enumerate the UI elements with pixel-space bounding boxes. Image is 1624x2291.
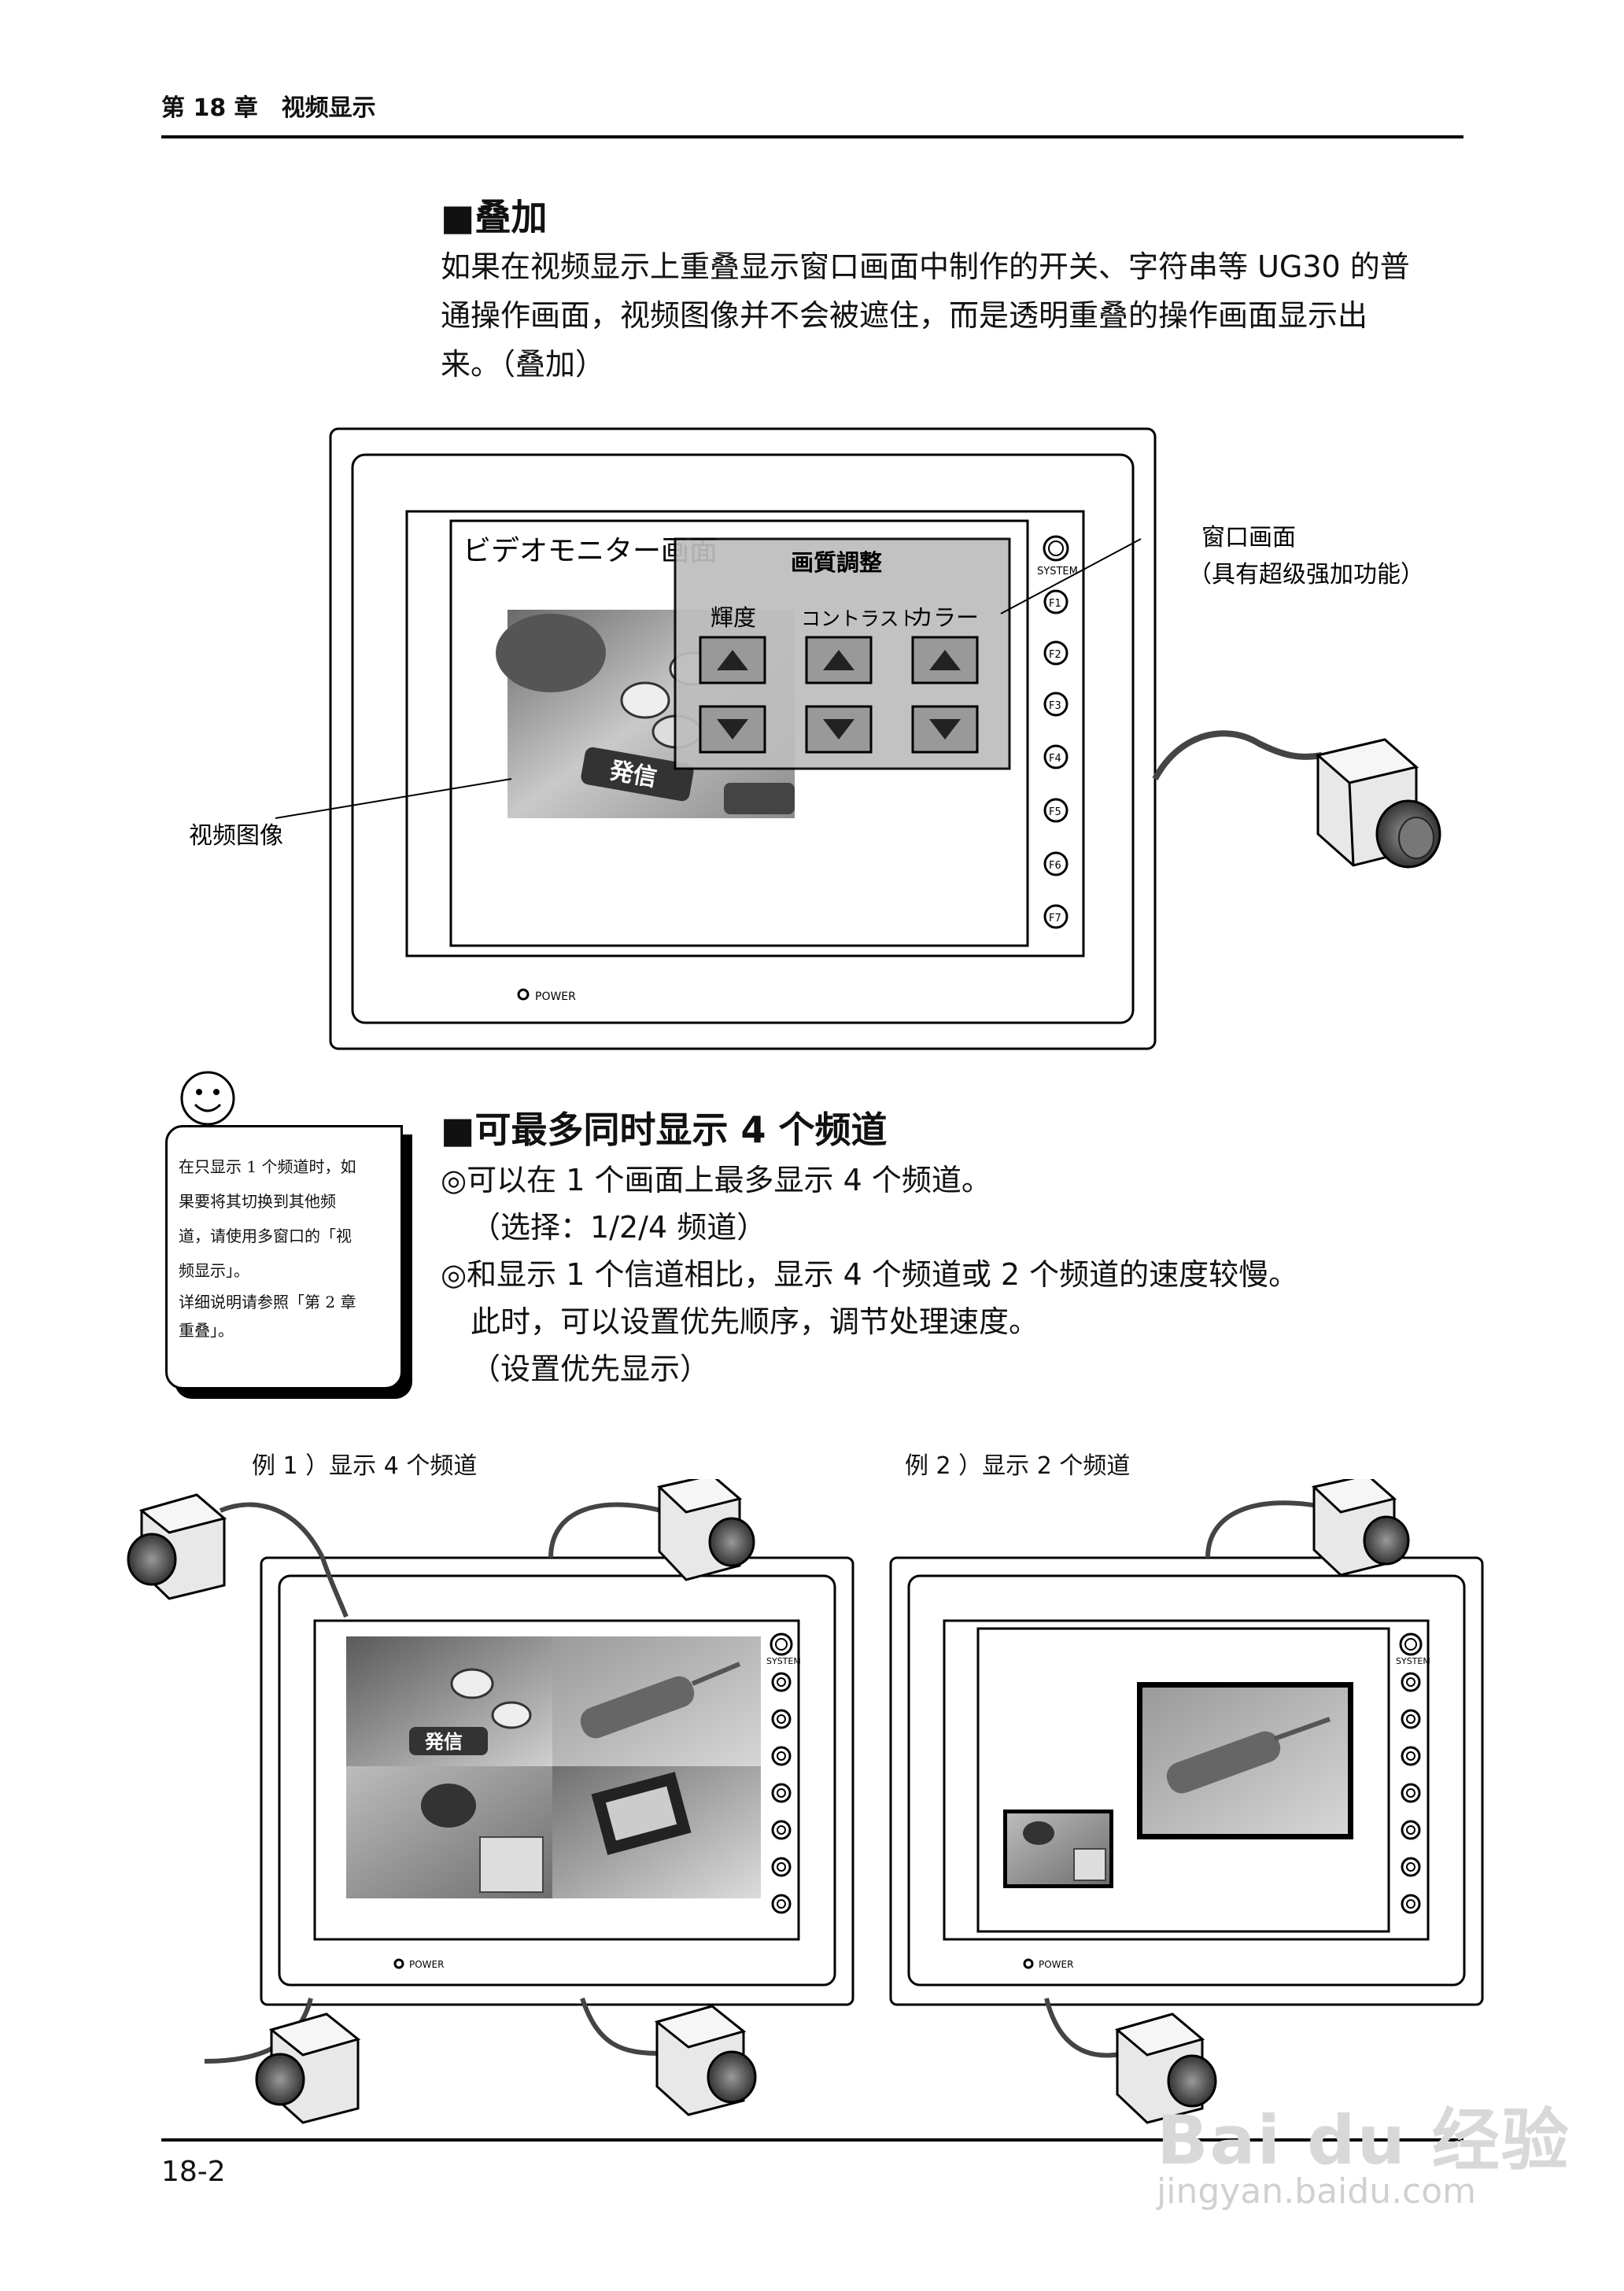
camera-icon [255, 2012, 361, 2124]
bullet-line: ◎可以在 1 个画面上最多显示 4 个频道。 [441, 1163, 991, 1197]
chapter-header: 第 18 章视频显示 [161, 88, 376, 123]
example2-label: 例 2 ）显示 2 个频道 [905, 1452, 1131, 1480]
example1-monitor: 発信 SYSTEM POWER [260, 1556, 854, 2006]
up-arrow-icon [717, 650, 748, 670]
footer-rule [161, 2138, 1463, 2142]
camera-icon [654, 2005, 757, 2116]
fkey-label: F6 [1049, 860, 1061, 872]
fkey-label: F4 [1049, 753, 1061, 765]
callout-line-video [275, 778, 512, 819]
paragraph-line: 如果在视频显示上重叠显示窗口画面中制作的开关、字符串等 UG30 的普 [441, 249, 1410, 284]
fkey-label: F1 [1049, 598, 1061, 610]
down-button-2 [805, 705, 873, 754]
power-led [1023, 1958, 1034, 1969]
up-button-3 [911, 636, 979, 684]
overlay-figure: 発信 ビデオモニター画面 画質調整 輝度 コントラスト カラー SYSTEM F… [189, 427, 1441, 1050]
power-label: POWER [1039, 1959, 1073, 1970]
bullet-line: （设置优先显示） [471, 1352, 710, 1386]
chapter-title: 视频显示 [281, 94, 376, 122]
note-line: 在只显示 1 个频道时，如 [179, 1157, 356, 1176]
example1-label: 例 1 ）显示 4 个频道 [252, 1452, 478, 1480]
watermark-url: jingyan.baidu.com [1157, 2171, 1477, 2212]
window-title: 画質調整 [791, 549, 882, 576]
section-title-overlay: ■叠加 [441, 196, 548, 238]
down-arrow-icon [823, 719, 854, 740]
camera-icon [127, 1493, 227, 1600]
up-arrow-icon [823, 650, 854, 670]
down-button-1 [699, 705, 766, 754]
up-button-2 [805, 636, 873, 684]
paragraph-line: 来。（叠加） [441, 347, 606, 382]
label-contrast: コントラスト [801, 607, 919, 630]
paragraph-line: 通操作画面，视频图像并不会被遮住，而是透明重叠的操作画面显示出 [441, 298, 1368, 333]
up-button-1 [699, 636, 766, 684]
fkey-label: F2 [1049, 649, 1061, 661]
function-keys [771, 1672, 792, 1914]
section-channels-bullets: ◎可以在 1 个画面上最多显示 4 个频道。 （选择：1/2/4 频道） ◎和显… [441, 1157, 1479, 1393]
video-channel-3 [346, 1766, 552, 1898]
video-key-text: 発信 [424, 1731, 463, 1753]
power-label: POWER [535, 991, 576, 1003]
system-label: SYSTEM [1037, 566, 1078, 577]
fkey-label: F7 [1049, 913, 1061, 924]
down-arrow-icon [717, 719, 748, 740]
video-image: 発信 [496, 610, 795, 818]
power-led [393, 1958, 404, 1969]
channels-figure: 発信 SYSTEM POWER [127, 1479, 1484, 2124]
down-button-3 [911, 705, 979, 754]
camera-icon [1311, 1479, 1410, 1577]
video-channel-2 [552, 1636, 761, 1766]
watermark-logo: Bai du 经验 [1157, 2101, 1570, 2180]
tip-note-text: 在只显示 1 个频道时，如 果要将其切换到其他频 道，请使用多窗口的「视 频显示… [179, 1149, 393, 1345]
note-line: 果要将其切换到其他频 [179, 1192, 336, 1211]
camera-icon [1315, 738, 1441, 869]
section-overlay-paragraph: 如果在视频显示上重叠显示窗口画面中制作的开关、字符串等 UG30 的普 通操作画… [441, 242, 1479, 389]
callout-window-sublabel: （具有超级强加功能） [1188, 561, 1424, 588]
tip-note: 在只显示 1 个频道时，如 果要将其切换到其他频 道，请使用多窗口的「视 频显示… [165, 1125, 403, 1389]
video-channel-large [1137, 1682, 1353, 1839]
function-keys [1401, 1672, 1421, 1914]
camera-icon [656, 1479, 755, 1581]
callout-line-window [1000, 538, 1142, 614]
header-rule [161, 135, 1463, 138]
fkey-label: F3 [1049, 700, 1061, 712]
note-line: 详细说明请参照「第 2 章 [179, 1293, 356, 1312]
power-led [517, 988, 530, 1001]
bullet-line: ◎和显示 1 个信道相比，显示 4 个频道或 2 个频道的速度较慢。 [441, 1257, 1299, 1292]
section-title-channels: ■可最多同时显示 4 个频道 [441, 1109, 888, 1151]
page-number: 18-2 [161, 2156, 226, 2188]
system-label: SYSTEM [766, 1656, 801, 1666]
note-line: 重叠」。 [179, 1321, 234, 1340]
callout-window-label: 窗口画面 [1201, 524, 1296, 552]
up-arrow-icon [929, 650, 961, 670]
down-arrow-icon [929, 719, 961, 740]
note-line: 道，请使用多窗口的「视 [179, 1227, 352, 1245]
fkey-label: F5 [1049, 806, 1061, 818]
smiley-icon [180, 1071, 235, 1126]
video-channel-4 [552, 1766, 761, 1898]
example2-monitor: SYSTEM POWER [889, 1556, 1484, 2006]
function-keys: F1 F2 F3 F4 F5 F6 F7 [1043, 589, 1069, 929]
power-label: POWER [409, 1959, 444, 1970]
note-line: 频显示」。 [179, 1261, 249, 1280]
video-channel-small [1003, 1810, 1113, 1888]
bullet-line: （选择：1/2/4 频道） [471, 1210, 767, 1245]
bullet-line: 此时，可以设置优先顺序，调节处理速度。 [471, 1304, 1039, 1339]
label-color: カラー [910, 604, 979, 631]
system-label: SYSTEM [1396, 1656, 1430, 1666]
chapter-number: 第 18 章 [161, 94, 258, 122]
video-channel-1: 発信 [346, 1636, 552, 1766]
camera-cable [1152, 730, 1323, 780]
label-brightness: 輝度 [710, 604, 756, 631]
camera-icon [1114, 2012, 1217, 2124]
callout-video-label: 视频图像 [189, 822, 283, 850]
